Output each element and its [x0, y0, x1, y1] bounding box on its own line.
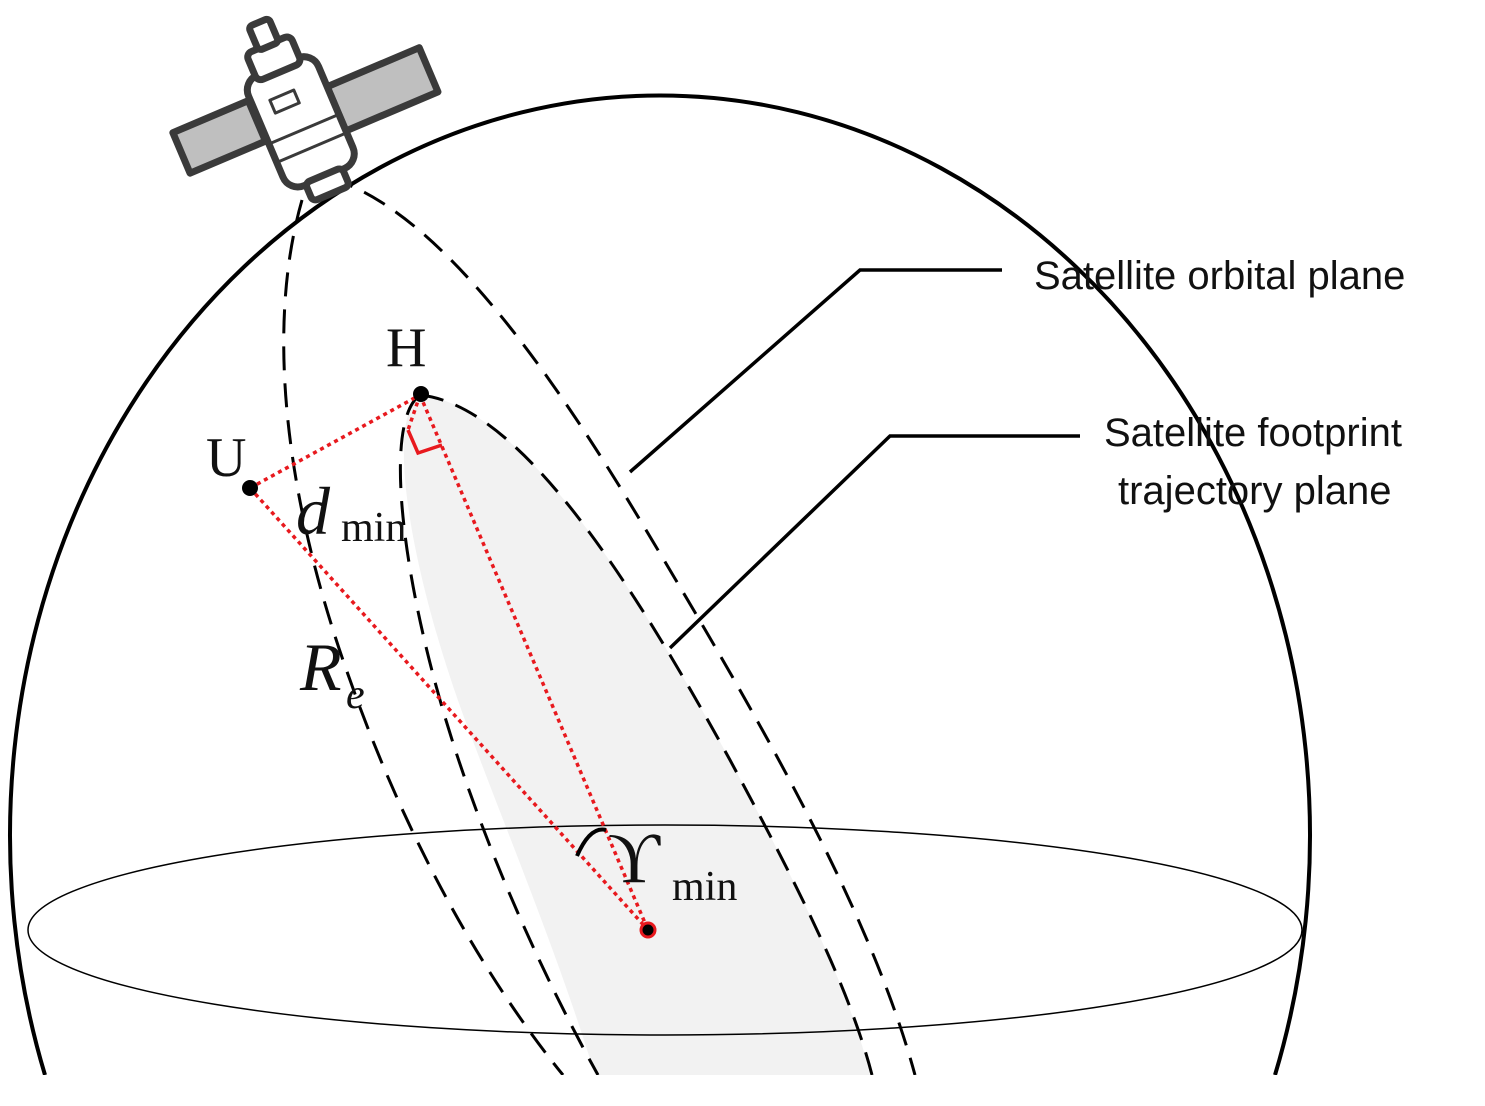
orbital-plane-outline [282, 176, 917, 1075]
angle-subscript: min [672, 864, 737, 910]
point-u-marker [242, 480, 258, 496]
satellite-icon [169, 15, 442, 204]
earth-center-marker [639, 921, 657, 939]
point-u-label: U [206, 427, 246, 489]
satellite-band-1 [268, 112, 340, 146]
satellite-window [268, 88, 301, 115]
line-u-center [248, 486, 650, 932]
radius-label: R [299, 629, 342, 705]
right-angle-marker [406, 429, 443, 456]
point-h-marker [413, 386, 429, 402]
satellite-band-2 [276, 131, 348, 164]
satellite-bottom-module [303, 165, 352, 204]
footprint-region [403, 395, 870, 1075]
footprint-plane-label-line2: trajectory plane [1118, 469, 1391, 513]
footprint-plane-leader [668, 434, 1080, 650]
point-h-label: H [386, 317, 426, 379]
line-h-foot [406, 394, 422, 431]
orbital-plane-label: Satellite orbital plane [1034, 254, 1405, 298]
orbital-plane-leader [628, 268, 1002, 474]
angle-label: ϒ [608, 818, 661, 898]
earth-outline [8, 93, 1312, 1075]
satellite-top-antenna [246, 15, 282, 53]
footprint-trajectory-outline [398, 393, 874, 1075]
line-u-h [249, 393, 421, 490]
angle-arc [575, 827, 607, 857]
equator-ellipse [27, 824, 1303, 1036]
line-h-center [418, 394, 650, 931]
radius-subscript: e [346, 672, 365, 718]
construction-lines [248, 393, 650, 932]
distance-label: d [296, 473, 331, 549]
distance-subscript: min [341, 505, 406, 551]
footprint-plane-label-line1: Satellite footprint [1104, 411, 1402, 455]
